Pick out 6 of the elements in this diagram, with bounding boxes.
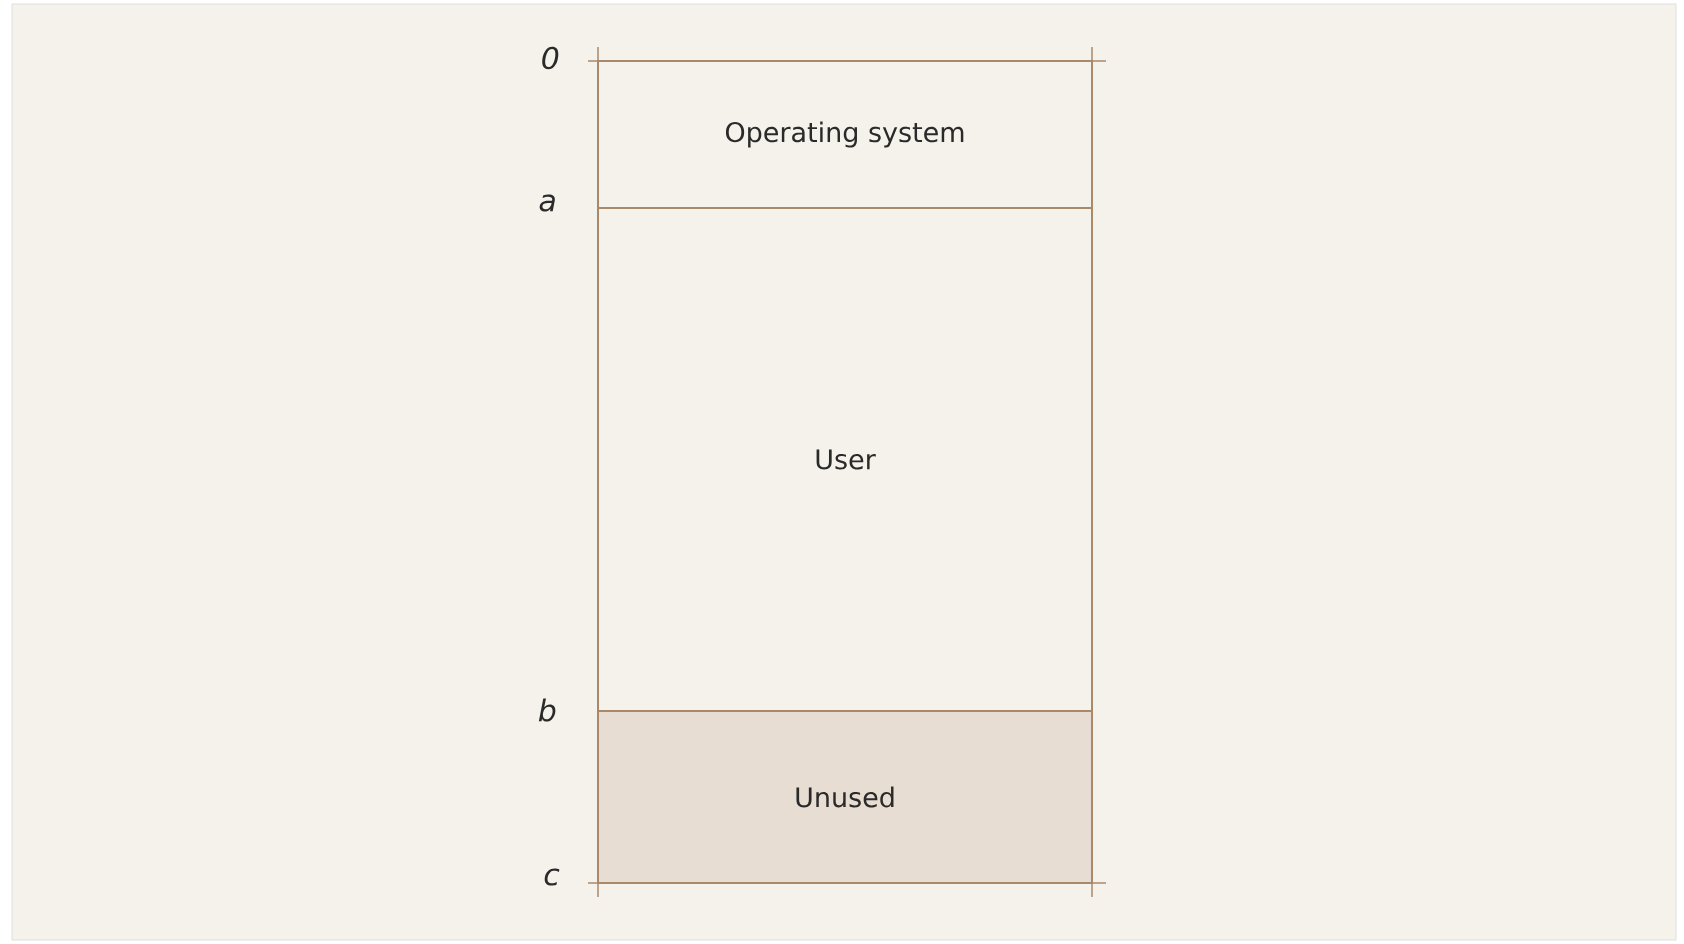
memory-region: Unused (597, 710, 1093, 884)
address-label: b (538, 698, 556, 722)
address-label: a (539, 194, 555, 212)
address-label: c (544, 868, 560, 886)
memory-region: Operating system (597, 60, 1093, 209)
address-label: 0 (542, 46, 559, 70)
